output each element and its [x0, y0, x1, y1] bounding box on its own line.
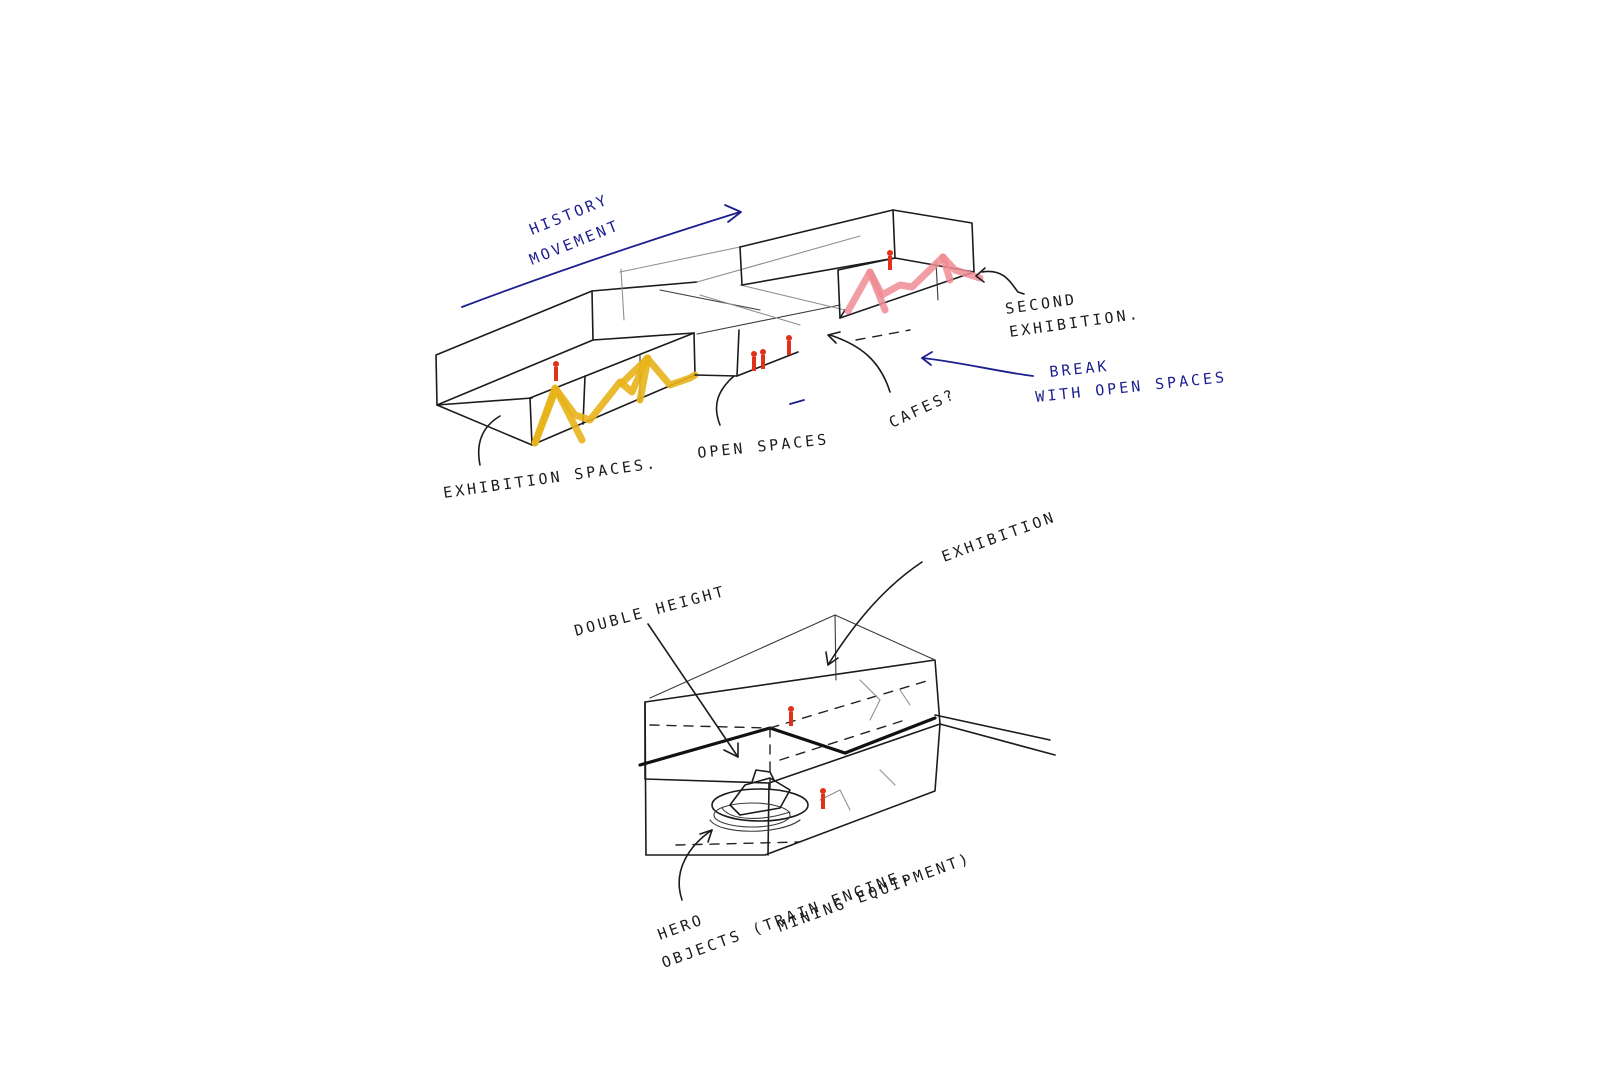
exhibition-box-right	[739, 209, 975, 341]
figure-right-exhibition	[887, 250, 893, 270]
double-height-volume	[644, 614, 1056, 856]
figure-upper-floor	[788, 706, 794, 726]
figure-left-exhibition	[553, 361, 559, 381]
leader-open-spaces	[715, 375, 735, 426]
figures-open-space	[751, 335, 792, 371]
open-space-box	[619, 235, 861, 377]
mezzanine-slab-edge	[638, 716, 937, 767]
bottom-sketch: EXHIBITION DOUBLE HEIGHT HERO OBJECTS (T…	[572, 508, 1058, 972]
leader-hero-objects	[678, 829, 713, 901]
figure-ground-floor	[820, 788, 826, 809]
label-break: BREAK	[1049, 357, 1111, 381]
label-hero: HERO	[655, 910, 706, 943]
top-sketch: HISTORY MOVEMENT SECOND EXHIBITION. BREA…	[435, 190, 1228, 502]
hero-object	[709, 769, 809, 832]
leader-break	[921, 357, 1034, 377]
label-open-spaces: OPEN SPACES	[697, 430, 831, 462]
exhibition-zigzag-pink	[844, 253, 984, 315]
label-mining-equipment: MINING EQUIPMENT)	[775, 849, 973, 936]
label-exhibition-spaces: EXHIBITION SPACES.	[442, 454, 659, 502]
label-double-height: DOUBLE HEIGHT	[572, 582, 728, 640]
leader-second-exhibition	[981, 270, 1025, 295]
exhibition-box-left	[435, 281, 698, 446]
history-movement-arrow	[461, 204, 742, 308]
label-cafes: CAFES?	[886, 385, 959, 432]
label-second: SECOND	[1004, 290, 1078, 318]
leader-exhibition	[827, 561, 923, 666]
leader-exhibition-spaces	[478, 415, 501, 466]
leader-double-height	[647, 623, 739, 758]
leader-cafes	[829, 334, 891, 393]
label-exhibition: EXHIBITION	[939, 508, 1058, 566]
